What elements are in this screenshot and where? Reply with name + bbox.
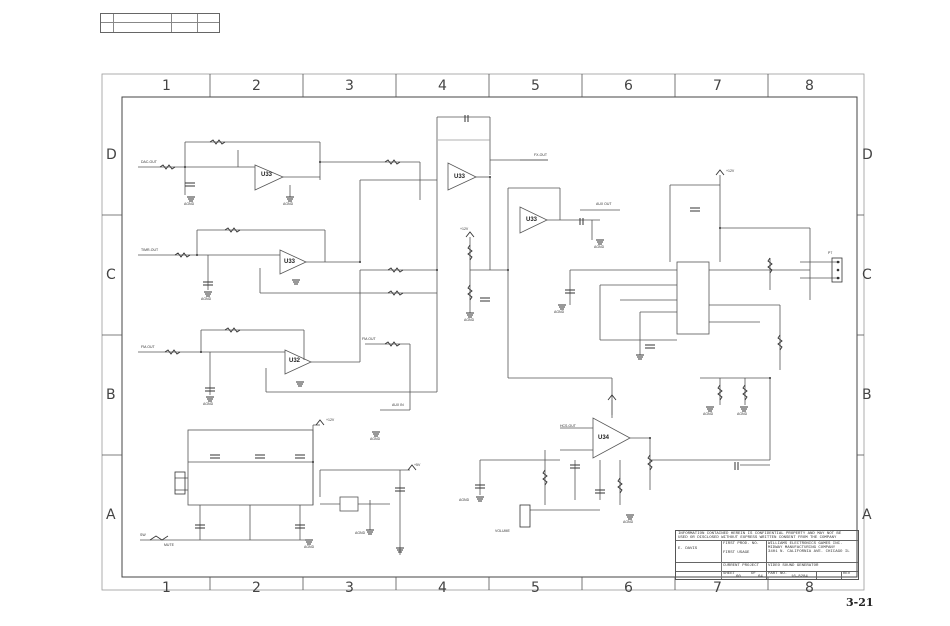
ground-label: AGND (355, 531, 366, 535)
zone-row: C (106, 267, 116, 283)
ground-label: AGND (203, 402, 214, 406)
net-label: FX-OUT (534, 153, 548, 157)
drawing-title: VIDEO SOUND GENERATOR (768, 564, 819, 568)
zone-column: 1 (162, 78, 171, 94)
zone-column: 2 (252, 78, 261, 94)
ground-label: AGND (594, 245, 605, 249)
zone-column: 8 (805, 78, 814, 94)
zone-column: 5 (531, 78, 540, 94)
ground-label: AGND (459, 498, 470, 502)
ground-label: AGND (554, 310, 565, 314)
ground-label: AGND (283, 202, 294, 206)
zone-column: 4 (438, 580, 447, 596)
zone-row: C (862, 267, 872, 283)
zone-column: 2 (252, 580, 261, 596)
rail-label: +12V (460, 227, 469, 231)
ic-label: U33 (284, 259, 296, 265)
zone-column: 5 (531, 580, 540, 596)
zone-column: 3 (345, 580, 354, 596)
revision-block (100, 13, 220, 33)
zone-column: 7 (713, 78, 722, 94)
company-name: WILLIAMS ELECTRONICS GAMES INC. MIDWAY M… (768, 542, 850, 555)
net-label: TIMR-OUT (141, 248, 159, 252)
ground-label: AGND (184, 202, 195, 206)
net-label: HCS-OUT (560, 424, 576, 428)
ground-label: AGND (304, 545, 315, 549)
net-label: SW (140, 533, 146, 537)
ic-label: U33 (454, 174, 466, 180)
zone-column: 3 (345, 78, 354, 94)
net-label: DAC-OUT (141, 160, 157, 164)
ground-label: AGND (623, 520, 634, 524)
ic-label: U34 (598, 435, 610, 441)
zone-column: 8 (805, 580, 814, 596)
ic-label: U33 (526, 217, 538, 223)
drawn-by: E. DAVIS (678, 547, 698, 551)
zone-row: B (862, 387, 872, 403)
zone-column: 1 (162, 580, 171, 596)
confidentiality-notice: INFORMATION CONTAINED HEREIN IS CONFIDEN… (678, 532, 842, 541)
zone-column: 6 (624, 580, 633, 596)
ground-label: AGND (370, 437, 381, 441)
page-number: 3-21 (846, 596, 874, 609)
rail-label: +12V (726, 169, 735, 173)
rev-label: REV (843, 572, 851, 576)
zone-row: B (106, 387, 116, 403)
net-label: MUTE (164, 543, 174, 547)
part-number: 16-8284 (791, 575, 808, 579)
first-prod-label: FIRST PROD. NO. (723, 542, 760, 546)
zone-column: 7 (713, 580, 722, 596)
zone-row: D (862, 147, 873, 163)
current-project-label: CURRENT PROJECT (723, 564, 760, 568)
rail-label: +12V (326, 418, 335, 422)
zone-row: D (106, 147, 117, 163)
zone-column: 6 (624, 78, 633, 94)
ground-label: AGND (737, 412, 748, 416)
net-label: FM-OUT (362, 337, 376, 341)
ground-label: AGND (464, 318, 475, 322)
rail-label: +5V (414, 463, 421, 467)
ic-label: U32 (289, 358, 301, 364)
zone-row: A (106, 507, 116, 523)
ground-label: AGND (703, 412, 714, 416)
sheet-total: 64 (758, 575, 763, 579)
sheet-number: 60 (736, 575, 741, 579)
ground-label: AGND (201, 297, 212, 301)
sheet-of-label: OF (751, 572, 756, 576)
net-label: AUX IN (392, 403, 404, 407)
title-block: INFORMATION CONTAINED HEREIN IS CONFIDEN… (675, 530, 859, 580)
net-label: VOLUME (495, 529, 510, 533)
net-label: FM-OUT (141, 345, 155, 349)
ic-label: U33 (261, 172, 273, 178)
net-label: P7 (828, 251, 833, 255)
zone-column: 4 (438, 78, 447, 94)
first-usage-label: FIRST USAGE (723, 551, 750, 555)
zone-row: A (862, 507, 872, 523)
part-no-label: PART NO. (768, 572, 788, 576)
sheet-label: SHEET (723, 572, 736, 576)
net-label: AUX OUT (596, 202, 612, 206)
